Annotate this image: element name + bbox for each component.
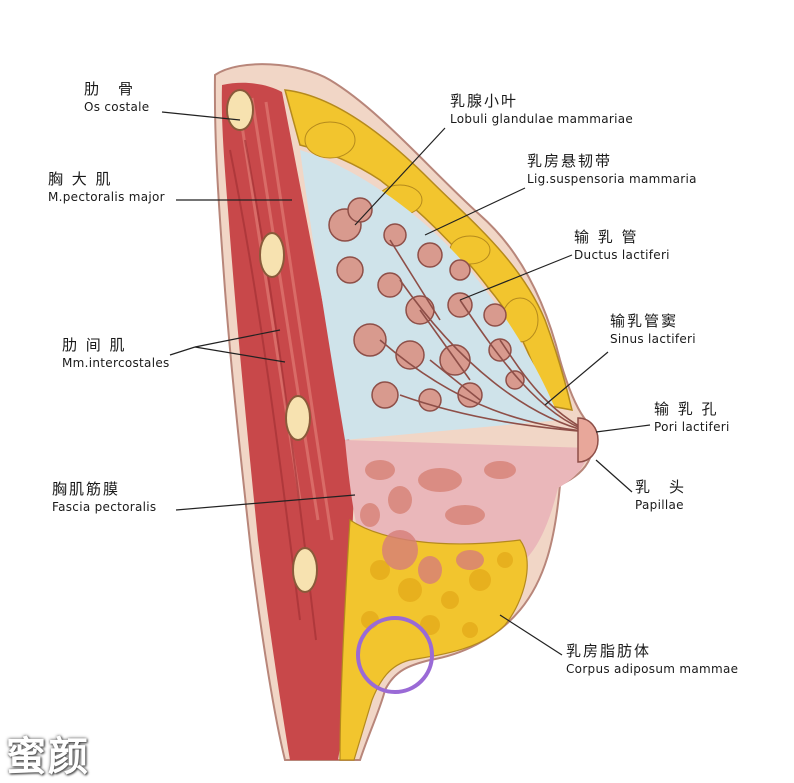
- label-ribs: 肋 骨 Os costale: [84, 80, 150, 114]
- label-lig-suspensoria: 乳房悬韧带 Lig.suspensoria mammaria: [527, 152, 697, 186]
- lactiferous-ducts: [379, 239, 591, 433]
- label-ductus-lactiferi: 输 乳 管 Ductus lactiferi: [574, 228, 670, 262]
- label-pori-lactiferi: 输 乳 孔 Pori lactiferi: [654, 400, 730, 434]
- lower-gland-region: [345, 440, 590, 560]
- highlight-circle: [356, 616, 434, 694]
- watermark: 蜜颜: [6, 733, 90, 780]
- label-fascia-pectoralis: 胸肌筋膜 Fascia pectoralis: [52, 480, 157, 514]
- label-intercostales: 肋 间 肌 Mm.intercostales: [62, 336, 170, 370]
- nipple: [577, 417, 599, 463]
- upper-fat-layer: [283, 89, 573, 411]
- label-papillae: 乳 头 Papillae: [635, 478, 687, 512]
- lobules: [328, 197, 525, 412]
- upper-gland-region: [300, 150, 560, 440]
- leader-lines: [161, 111, 651, 656]
- label-sinus-lactiferi: 输乳管窦 Sinus lactiferi: [610, 312, 696, 346]
- label-lobuli: 乳腺小叶 Lobuli glandulae mammariae: [450, 92, 634, 126]
- label-corpus-adiposum: 乳房脂肪体 Corpus adiposum mammae: [566, 642, 739, 676]
- label-pectoralis-major: 胸 大 肌 M.pectoralis major: [48, 170, 165, 204]
- rib-cross-sections: [226, 89, 318, 593]
